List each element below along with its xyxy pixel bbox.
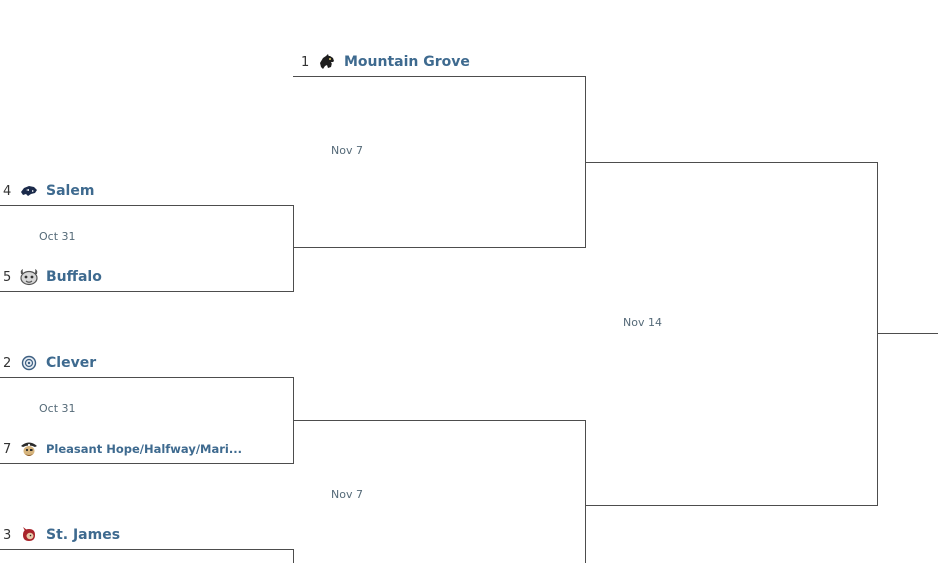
team-name-link[interactable]: St. James xyxy=(46,527,121,543)
seed-number: 3 xyxy=(3,527,12,543)
team-entry-st-james: 3 St. James xyxy=(3,524,120,546)
bracket-line xyxy=(293,76,585,77)
bracket-line xyxy=(585,420,586,563)
indian-logo-icon xyxy=(19,526,39,544)
game-date-semifinal-top: Nov 7 xyxy=(331,144,363,157)
team-entry-buffalo: 5 Buffalo xyxy=(3,266,102,288)
game-date-quarterfinal-top: Oct 31 xyxy=(39,230,76,243)
seed-number: 1 xyxy=(301,54,310,70)
bracket-line xyxy=(585,162,877,163)
team-entry-pleasant-hope: 7 Pleasant Hope/Halfway/Mari... xyxy=(3,438,242,460)
game-date-semifinal-bottom: Nov 7 xyxy=(331,488,363,501)
team-name-link[interactable]: Mountain Grove xyxy=(344,54,470,70)
team-entry-clever: 2 Clever xyxy=(3,352,96,374)
game-date-quarterfinal-bottom: Oct 31 xyxy=(39,402,76,415)
pirate-logo-icon xyxy=(19,440,39,458)
bracket-line xyxy=(293,420,585,421)
seed-number: 2 xyxy=(3,355,12,371)
bracket-line xyxy=(585,505,877,506)
team-entry-salem: 4 Salem xyxy=(3,180,94,202)
bracket-line xyxy=(0,205,293,206)
seed-number: 7 xyxy=(3,441,12,457)
bracket-line xyxy=(0,463,293,464)
bracket-line xyxy=(877,162,878,506)
bracket-line xyxy=(293,205,294,292)
team-name-link[interactable]: Buffalo xyxy=(46,269,102,285)
team-name-link[interactable]: Pleasant Hope/Halfway/Mari... xyxy=(46,442,242,456)
bluejay-logo-icon xyxy=(19,354,39,372)
seed-number: 4 xyxy=(3,183,12,199)
bracket-line xyxy=(877,333,938,334)
team-name-link[interactable]: Clever xyxy=(46,355,97,371)
bracket-line xyxy=(0,377,293,378)
bracket-line xyxy=(0,291,293,292)
bracket-line xyxy=(293,247,585,248)
seed-number: 5 xyxy=(3,269,12,285)
game-date-final: Nov 14 xyxy=(623,316,662,329)
bison-logo-icon xyxy=(19,268,39,286)
bracket-line xyxy=(293,549,294,563)
bracket-line xyxy=(0,549,293,550)
team-name-link[interactable]: Salem xyxy=(46,183,95,199)
panther-logo-icon xyxy=(317,53,337,71)
tiger-logo-icon xyxy=(19,182,39,200)
team-entry-mountain-grove: 1 Mountain Grove xyxy=(301,51,470,73)
